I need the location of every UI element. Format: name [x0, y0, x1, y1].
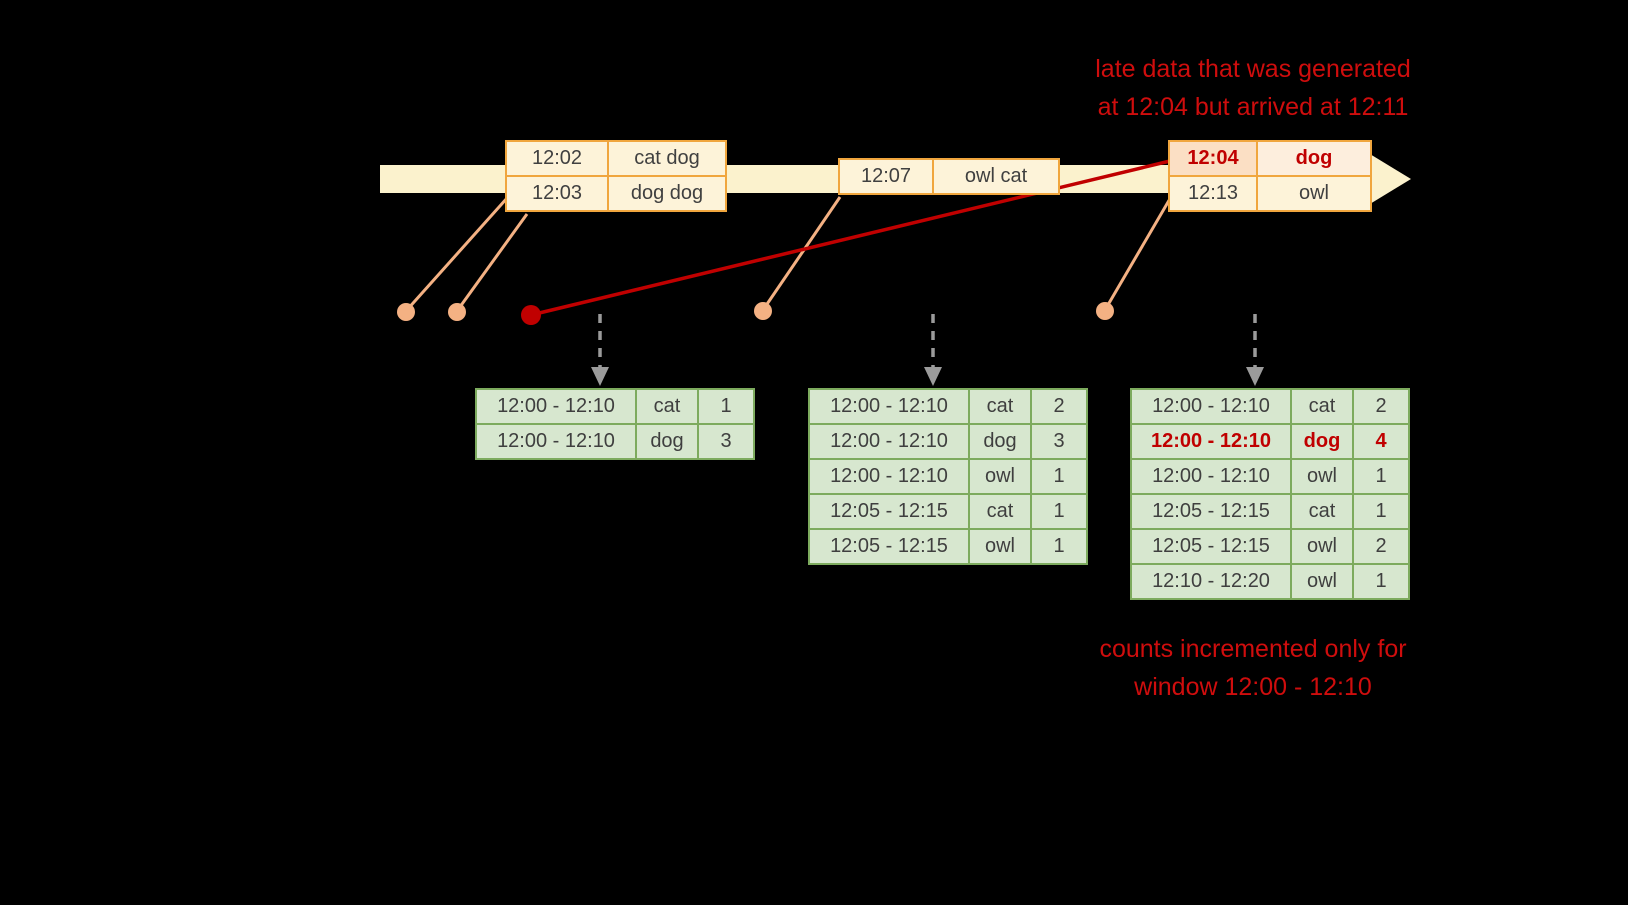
- window-cell: 12:00 - 12:10: [808, 423, 970, 460]
- word-cell: dog: [1290, 423, 1354, 460]
- late-event-words-cell: dog: [1256, 140, 1372, 177]
- updated-late-result-row: 12:00 - 12:10 dog 4: [1130, 423, 1410, 460]
- window-cell: 12:05 - 12:15: [1130, 528, 1292, 565]
- word-cell: cat: [635, 388, 699, 425]
- count-cell: 2: [1030, 388, 1088, 425]
- window-cell: 12:00 - 12:10: [475, 423, 637, 460]
- result-row: 12:00 - 12:10 owl 1: [808, 458, 1088, 495]
- count-cell: 2: [1352, 388, 1410, 425]
- count-cell: 3: [1030, 423, 1088, 460]
- late-data-annotation: late data that was generated at 12:04 bu…: [1038, 50, 1468, 126]
- result-row: 12:05 - 12:15 owl 2: [1130, 528, 1410, 565]
- event-words-cell: cat dog: [607, 140, 727, 177]
- word-cell: cat: [968, 493, 1032, 530]
- event-words-cell: owl cat: [932, 158, 1060, 195]
- window-cell: 12:00 - 12:10: [1130, 458, 1292, 495]
- event-words-cell: owl: [1256, 175, 1372, 212]
- counts-incremented-annotation: counts incremented only for window 12:00…: [1038, 630, 1468, 706]
- event-row: 12:03 dog dog: [505, 175, 727, 212]
- trigger-arrows: [598, 314, 1257, 367]
- result-table-2: 12:00 - 12:10 cat 2 12:00 - 12:10 dog 3 …: [808, 388, 1088, 565]
- window-cell: 12:05 - 12:15: [1130, 493, 1292, 530]
- window-cell: 12:00 - 12:10: [808, 458, 970, 495]
- result-row: 12:05 - 12:15 cat 1: [1130, 493, 1410, 530]
- result-row: 12:10 - 12:20 owl 1: [1130, 563, 1410, 600]
- event-row: 12:07 owl cat: [838, 158, 1060, 195]
- result-row: 12:00 - 12:10 cat 1: [475, 388, 755, 425]
- count-cell: 3: [697, 423, 755, 460]
- event-batch-table-1: 12:02 cat dog 12:03 dog dog: [505, 140, 727, 212]
- event-time-cell: 12:03: [505, 175, 609, 212]
- count-cell: 2: [1352, 528, 1410, 565]
- word-cell: owl: [1290, 458, 1354, 495]
- event-batch-table-2: 12:07 owl cat: [838, 158, 1060, 195]
- event-words-cell: dog dog: [607, 175, 727, 212]
- result-row: 12:00 - 12:10 dog 3: [808, 423, 1088, 460]
- result-row: 12:00 - 12:10 owl 1: [1130, 458, 1410, 495]
- word-cell: owl: [968, 528, 1032, 565]
- count-cell: 1: [1352, 563, 1410, 600]
- event-time-cell: 12:07: [838, 158, 934, 195]
- window-cell: 12:00 - 12:10: [808, 388, 970, 425]
- event-batch-table-3: 12:04 dog 12:13 owl: [1168, 140, 1372, 212]
- counts-annotation-line1: counts incremented only for: [1099, 635, 1407, 663]
- late-event-dot: [521, 305, 541, 325]
- word-cell: dog: [968, 423, 1032, 460]
- result-row: 12:00 - 12:10 cat 2: [808, 388, 1088, 425]
- event-row: 12:02 cat dog: [505, 140, 727, 177]
- result-row: 12:05 - 12:15 cat 1: [808, 493, 1088, 530]
- count-cell: 1: [1030, 458, 1088, 495]
- window-cell: 12:05 - 12:15: [808, 493, 970, 530]
- event-row: 12:13 owl: [1168, 175, 1372, 212]
- late-event-time-cell: 12:04: [1168, 140, 1258, 177]
- window-cell: 12:00 - 12:10: [1130, 423, 1292, 460]
- event-dots: [397, 302, 1114, 321]
- late-data-annotation-line1: late data that was generated: [1095, 55, 1411, 83]
- trigger-arrowheads: [591, 367, 1264, 386]
- word-cell: cat: [1290, 493, 1354, 530]
- word-cell: owl: [968, 458, 1032, 495]
- result-row: 12:05 - 12:15 owl 1: [808, 528, 1088, 565]
- result-row: 12:00 - 12:10 cat 2: [1130, 388, 1410, 425]
- window-cell: 12:05 - 12:15: [808, 528, 970, 565]
- word-cell: dog: [635, 423, 699, 460]
- result-table-1: 12:00 - 12:10 cat 1 12:00 - 12:10 dog 3: [475, 388, 755, 460]
- count-cell: 1: [1352, 493, 1410, 530]
- count-cell: 4: [1352, 423, 1410, 460]
- window-cell: 12:00 - 12:10: [1130, 388, 1292, 425]
- count-cell: 1: [697, 388, 755, 425]
- word-cell: cat: [1290, 388, 1354, 425]
- window-cell: 12:00 - 12:10: [475, 388, 637, 425]
- word-cell: owl: [1290, 563, 1354, 600]
- late-data-annotation-line2: at 12:04 but arrived at 12:11: [1097, 93, 1409, 121]
- event-time-cell: 12:13: [1168, 175, 1258, 212]
- word-cell: cat: [968, 388, 1032, 425]
- window-cell: 12:10 - 12:20: [1130, 563, 1292, 600]
- count-cell: 1: [1030, 528, 1088, 565]
- event-connector-lines: [404, 195, 1173, 313]
- counts-annotation-line2: window 12:00 - 12:10: [1134, 673, 1372, 701]
- late-event-row: 12:04 dog: [1168, 140, 1372, 177]
- result-row: 12:00 - 12:10 dog 3: [475, 423, 755, 460]
- word-cell: owl: [1290, 528, 1354, 565]
- late-data-connector-line: [530, 159, 1171, 317]
- count-cell: 1: [1030, 493, 1088, 530]
- result-table-3: 12:00 - 12:10 cat 2 12:00 - 12:10 dog 4 …: [1130, 388, 1410, 600]
- event-time-cell: 12:02: [505, 140, 609, 177]
- count-cell: 1: [1352, 458, 1410, 495]
